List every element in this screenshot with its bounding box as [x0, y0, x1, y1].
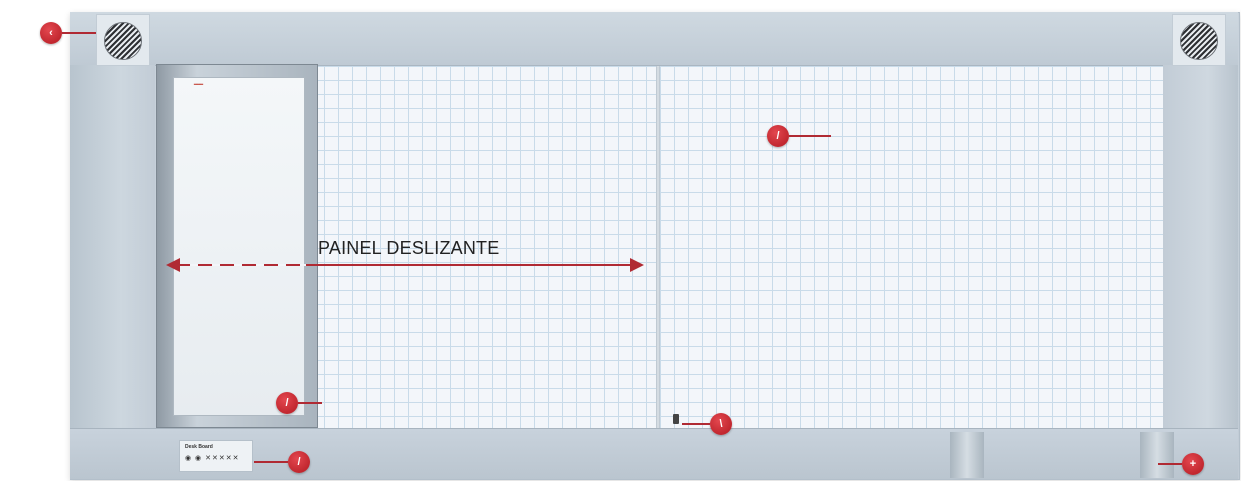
callout-pen-tray: \ [710, 413, 732, 435]
slide-direction-arrow [176, 264, 631, 266]
foot-right [1140, 432, 1174, 478]
speaker-grille-icon [1180, 22, 1218, 60]
panel-label: PAINEL DESLIZANTE [318, 238, 500, 258]
nameplate-title: Desk Board [185, 444, 213, 450]
callout-sliding-panel: / [276, 392, 298, 414]
slide-direction-dashes [176, 264, 306, 266]
leader-sliding-panel [298, 402, 322, 404]
leader-pen-tray [682, 423, 710, 425]
sliding-panel[interactable]: ━━━ [156, 64, 318, 428]
left-post [70, 65, 155, 428]
speaker-grille-icon [104, 22, 142, 60]
top-rail [70, 12, 1238, 66]
arrow-right-icon [630, 258, 644, 272]
control-plate[interactable]: Desk Board ◉ ◉ ✕✕✕✕✕ [179, 440, 253, 472]
callout-control-plate: / [288, 451, 310, 473]
speaker-right [1172, 14, 1226, 66]
leader-speaker [62, 32, 96, 34]
board-surface-right [660, 66, 1163, 428]
speaker-left [96, 14, 150, 66]
nameplate-icons: ◉ ◉ ✕✕✕✕✕ [185, 455, 240, 462]
foot-left [950, 432, 984, 478]
callout-foot: + [1182, 453, 1204, 475]
bottom-rail [70, 428, 1238, 479]
arrow-left-icon [166, 258, 180, 272]
sliding-panel-inner: ━━━ [173, 77, 305, 416]
leader-board-surface [789, 135, 831, 137]
callout-speaker: ‹ [40, 22, 62, 44]
pen-tray-icon [673, 414, 679, 424]
right-post [1163, 65, 1238, 428]
panel-seam [656, 66, 660, 428]
leader-control-plate [254, 461, 288, 463]
brand-logo: ━━━ [194, 82, 204, 88]
leader-foot [1158, 463, 1182, 465]
callout-board-surface: / [767, 125, 789, 147]
